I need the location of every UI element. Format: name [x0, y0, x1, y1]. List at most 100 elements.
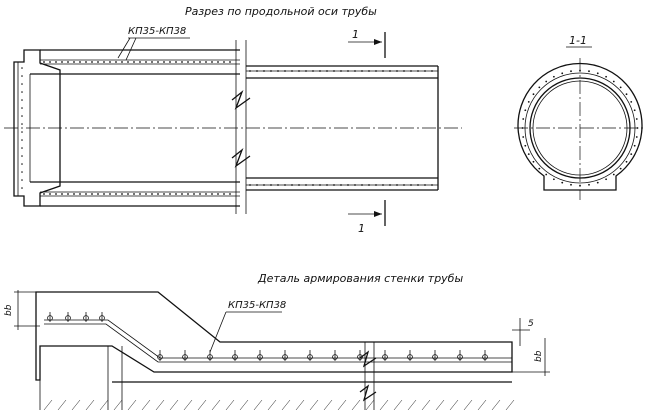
reinforcement-dot: [127, 193, 129, 195]
ring-dot: [588, 70, 590, 73]
detail-break-zigzag: [359, 384, 377, 402]
ring-dot: [561, 181, 564, 184]
ring-dot: [630, 100, 633, 103]
reinforcement-dot: [403, 70, 405, 72]
hatch-line: [463, 399, 473, 411]
reinforcement-dot: [21, 107, 23, 109]
reinforcement-dot: [368, 184, 370, 186]
reinforcement-dot: [319, 184, 321, 186]
hatch-line: [365, 399, 375, 411]
reinforcement-dot: [21, 115, 23, 117]
reinforcement-dot: [181, 61, 183, 63]
reinforcement-dot: [229, 61, 231, 63]
hatch-line: [155, 399, 165, 411]
reinforcement-dot: [389, 70, 391, 72]
reinforcement-dot: [103, 193, 105, 195]
reinforcement-dot: [43, 61, 45, 63]
ring-dot: [588, 183, 590, 186]
reinforcement-dot: [375, 70, 377, 72]
reinforcement-dot: [417, 70, 419, 72]
ring-dot: [532, 93, 535, 96]
reinforcement-dot: [49, 61, 51, 63]
reinforcement-dot: [21, 163, 23, 165]
reinforcement-dot: [133, 61, 135, 63]
hatch-line: [449, 399, 459, 411]
ring-dot: [545, 80, 548, 83]
reinforcement-dot: [109, 193, 111, 195]
hatch-line: [435, 399, 445, 411]
reinforcement-dot: [270, 184, 272, 186]
hatch-line: [211, 399, 221, 411]
reinforcement-dot: [187, 61, 189, 63]
reinforcement-dot: [115, 61, 117, 63]
cage-mark-leader: [117, 37, 190, 61]
reinforcement-dot: [139, 61, 141, 63]
reinforcement-dot: [121, 61, 123, 63]
ring-dot: [612, 173, 615, 176]
reinforcement-dot: [193, 61, 195, 63]
ring-dot: [524, 109, 527, 112]
hatch-line: [309, 399, 319, 411]
cut-marker-bottom-label: 1: [358, 222, 365, 235]
reinforcement-dot: [61, 193, 63, 195]
reinforcement-dot: [305, 184, 307, 186]
reinforcement-dot: [163, 61, 165, 63]
reinforcement-dot: [21, 155, 23, 157]
reinforcement-dot: [115, 193, 117, 195]
hatch-line: [85, 399, 95, 411]
reinforcement-dot: [249, 184, 251, 186]
reinforcement-dot: [205, 193, 207, 195]
reinforcement-dot: [431, 70, 433, 72]
ring-dot: [619, 167, 622, 170]
reinforcement-dot: [61, 61, 63, 63]
reinforcement-dots: [21, 61, 433, 195]
cut-arrow-head: [374, 211, 382, 217]
reinforcement-dot: [284, 184, 286, 186]
ring-dot: [570, 70, 572, 73]
cut-marker-top-label: 1: [352, 28, 359, 41]
reinforcement-dot: [163, 193, 165, 195]
reinforcement-dot: [43, 193, 45, 195]
reinforcement-dot: [340, 184, 342, 186]
reinforcement-dot: [305, 70, 307, 72]
detail-break-lines: [364, 342, 375, 410]
reinforcement-dot: [382, 184, 384, 186]
longitudinal-section: Разрез по продольной оси трубы: [4, 5, 462, 235]
reinforcement-dot: [169, 61, 171, 63]
reinforcement-dot: [103, 61, 105, 63]
hatch-line: [407, 399, 417, 411]
ring-dot: [633, 144, 636, 147]
reinforcement-dot: [157, 193, 159, 195]
reinforcement-dot: [417, 184, 419, 186]
concrete-hatching: [43, 399, 515, 411]
reinforcement-dot: [151, 193, 153, 195]
reinforcement-dot: [312, 70, 314, 72]
reinforcement-dot: [73, 193, 75, 195]
reinforcement-dot: [291, 184, 293, 186]
reinforcement-dot: [181, 193, 183, 195]
reinforcement-dot: [21, 83, 23, 85]
reinforcement-dot: [175, 61, 177, 63]
reinforcement-dot: [347, 70, 349, 72]
reinforcement-dot: [109, 61, 111, 63]
hatch-line: [295, 399, 305, 411]
reinforcement-dot: [97, 193, 99, 195]
reinforcement-dot: [333, 184, 335, 186]
reinforcement-dot: [157, 61, 159, 63]
reinforcement-dot: [175, 193, 177, 195]
reinforcement-dot: [199, 61, 201, 63]
reinforcement-dot: [67, 193, 69, 195]
reinforcement-dot: [312, 184, 314, 186]
reinforcement-dot: [169, 193, 171, 195]
reinforcement-dot: [85, 61, 87, 63]
ring-dot: [625, 160, 628, 163]
reinforcement-dot: [21, 187, 23, 189]
reinforcement-dot: [291, 70, 293, 72]
ring-dot: [527, 100, 530, 103]
reinforcement-dot: [205, 61, 207, 63]
reinforcement-dot: [21, 99, 23, 101]
hatch-line: [337, 399, 347, 411]
hatch-line: [141, 399, 151, 411]
ring-dot: [570, 183, 572, 186]
